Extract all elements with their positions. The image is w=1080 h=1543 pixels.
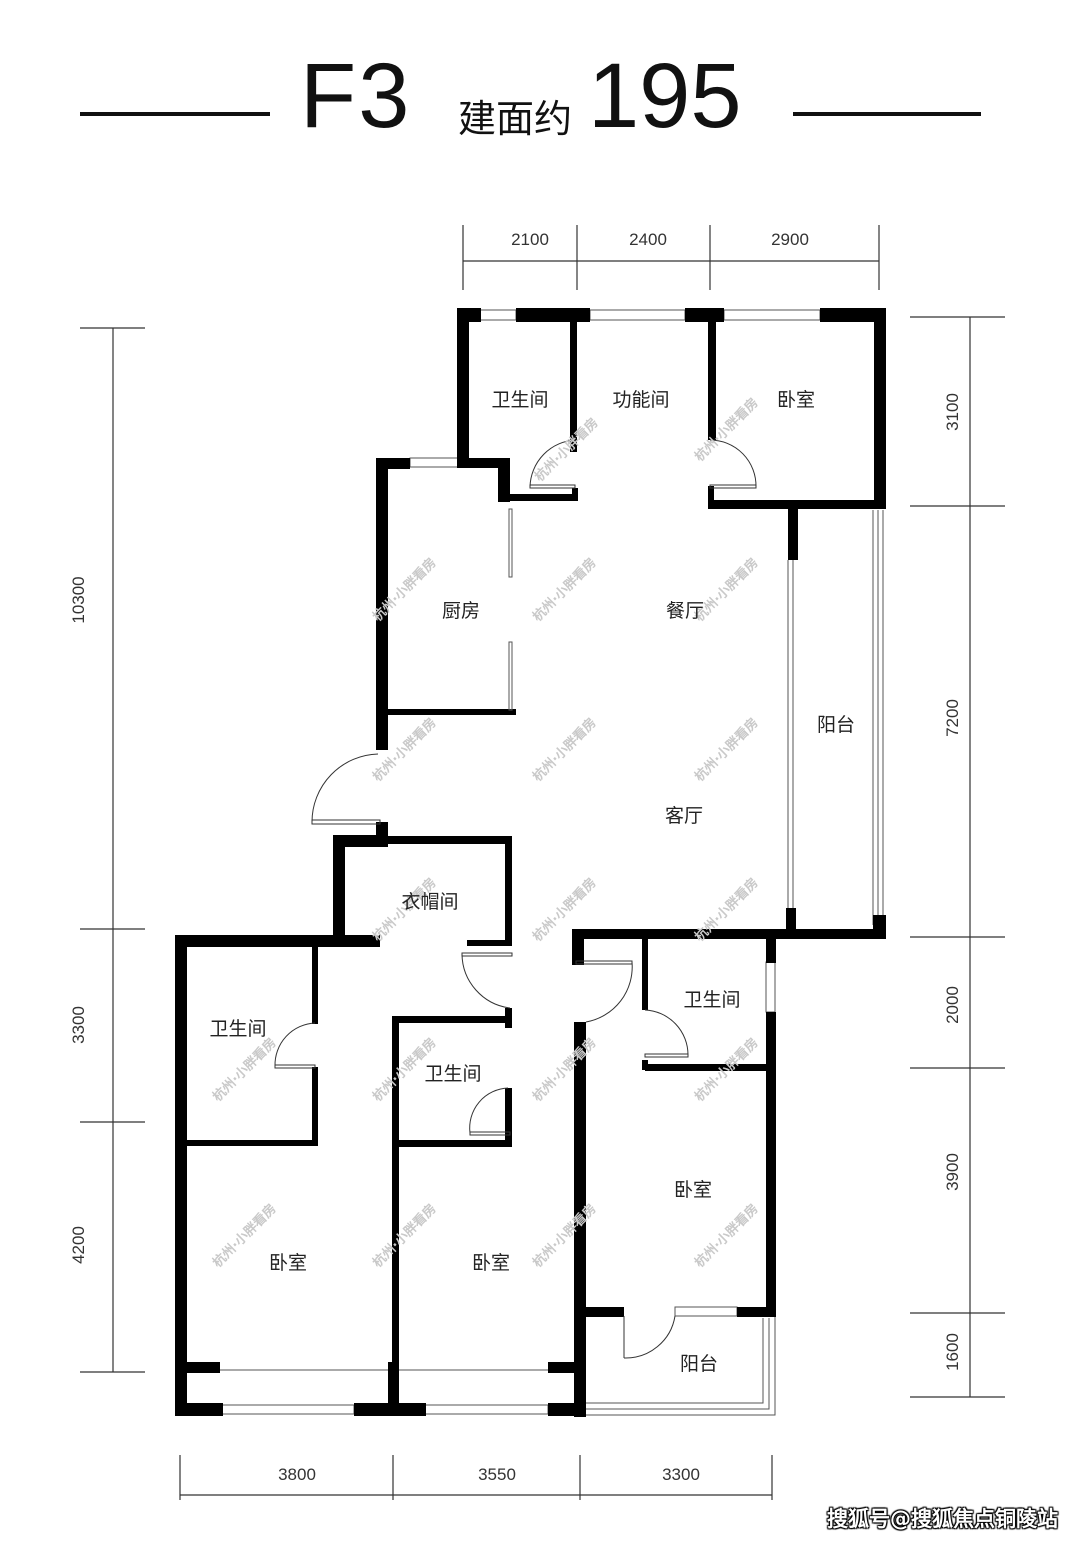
walls <box>175 308 886 1417</box>
dim-bottom-3: 3300 <box>662 1465 700 1484</box>
dim-top-2: 2400 <box>629 230 667 249</box>
svg-text:杭州·小胖看房: 杭州·小胖看房 <box>530 555 600 625</box>
dimension-top <box>462 225 880 290</box>
dim-bottom-2: 3550 <box>478 1465 516 1484</box>
room-cloakroom: 衣帽间 <box>401 891 458 913</box>
source-credit: 搜狐号@搜狐焦点铜陵站 <box>827 1507 1058 1531</box>
doors <box>274 439 757 1359</box>
dimension-right <box>910 316 1005 1398</box>
room-kitchen: 厨房 <box>442 600 480 622</box>
svg-text:杭州·小胖看房: 杭州·小胖看房 <box>532 415 602 485</box>
room-bedroom-middle: 卧室 <box>472 1252 510 1274</box>
dim-right-2: 7200 <box>943 699 962 737</box>
unit-code: F3 <box>300 45 412 147</box>
room-bedroom-north: 卧室 <box>777 389 815 411</box>
svg-text:杭州·小胖看房: 杭州·小胖看房 <box>692 1201 762 1271</box>
room-living: 客厅 <box>665 805 703 827</box>
svg-text:杭州·小胖看房: 杭州·小胖看房 <box>692 395 762 465</box>
dim-left-1: 10300 <box>69 576 88 623</box>
room-bedroom-west: 卧室 <box>269 1252 307 1274</box>
room-balcony-south: 阳台 <box>680 1353 718 1375</box>
watermarks: 杭州·小胖看房 杭州·小胖看房 杭州·小胖看房 杭州·小胖看房 杭州·小胖看房 … <box>210 395 762 1271</box>
area-prefix: 建面约 <box>458 97 573 141</box>
title-rule-left <box>80 112 270 116</box>
room-bath-north: 卫生间 <box>491 389 548 411</box>
svg-text:杭州·小胖看房: 杭州·小胖看房 <box>370 1201 440 1271</box>
room-bath-west: 卫生间 <box>209 1018 266 1040</box>
dimension-bottom <box>179 1455 773 1500</box>
dim-right-3: 2000 <box>943 986 962 1024</box>
svg-text:杭州·小胖看房: 杭州·小胖看房 <box>530 715 600 785</box>
partitions <box>508 508 513 711</box>
dim-top-1: 2100 <box>511 230 549 249</box>
svg-text:杭州·小胖看房: 杭州·小胖看房 <box>692 715 762 785</box>
room-balcony-east: 阳台 <box>817 714 855 736</box>
dim-right-5: 1600 <box>943 1333 962 1371</box>
dim-bottom-1: 3800 <box>278 1465 316 1484</box>
room-bath-middle: 卫生间 <box>424 1063 481 1085</box>
dim-left-2: 3300 <box>69 1006 88 1044</box>
svg-text:杭州·小胖看房: 杭州·小胖看房 <box>210 1035 280 1105</box>
room-function: 功能间 <box>612 389 669 411</box>
room-bath-east: 卫生间 <box>683 989 740 1011</box>
dim-right-1: 3100 <box>943 393 962 431</box>
svg-text:杭州·小胖看房: 杭州·小胖看房 <box>530 1201 600 1271</box>
dim-left-3: 4200 <box>69 1226 88 1264</box>
room-bedroom-east: 卧室 <box>674 1179 712 1201</box>
dim-top-3: 2900 <box>771 230 809 249</box>
plan-title: F3 建面约 195 <box>0 28 1080 142</box>
room-labels: 卫生间 功能间 卧室 厨房 餐厅 阳台 客厅 衣帽间 卫生间 卫生间 卫生间 卧… <box>209 389 855 1375</box>
dim-right-4: 3900 <box>943 1153 962 1191</box>
area-value: 195 <box>588 45 742 147</box>
dimension-left <box>80 327 145 1373</box>
room-dining: 餐厅 <box>666 600 704 622</box>
svg-text:杭州·小胖看房: 杭州·小胖看房 <box>530 1035 600 1105</box>
title-rule-right <box>793 112 981 116</box>
